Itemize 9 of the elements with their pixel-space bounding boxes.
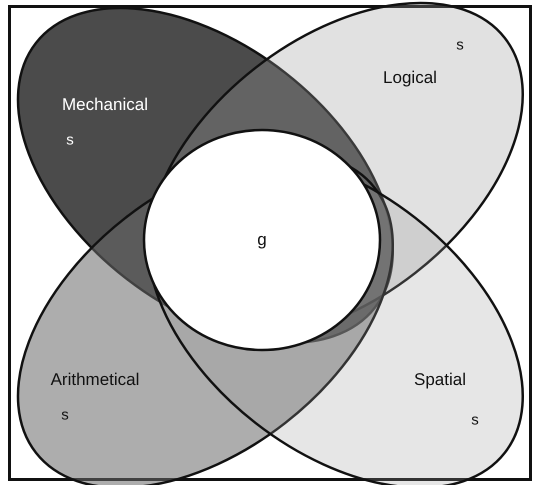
set-label: Logical xyxy=(383,68,437,88)
set-label: Arithmetical xyxy=(50,370,140,390)
set-label: Mechanical xyxy=(62,94,148,115)
general-factor-label: g xyxy=(257,230,267,250)
factor-label: s xyxy=(456,36,464,54)
set-label: Spatial xyxy=(414,370,466,390)
factor-label: s xyxy=(61,406,69,424)
factor-label: s xyxy=(471,411,479,428)
factor-label: s xyxy=(66,131,74,148)
